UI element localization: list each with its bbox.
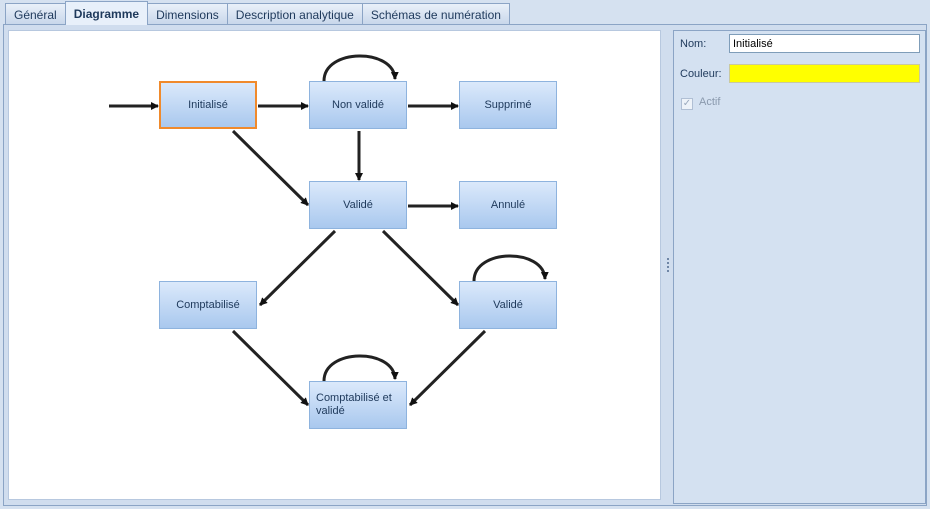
loop-arrow-valide-2: [472, 254, 549, 282]
node-valide-2[interactable]: Validé: [459, 281, 557, 329]
tab-general[interactable]: Général: [5, 3, 66, 25]
arrow-initialise-to-valide: [231, 129, 310, 207]
actif-checkbox[interactable]: ✓: [681, 98, 693, 110]
arrow-valide-2-to-comptabilise-et-valide: [408, 329, 487, 407]
node-non-valide[interactable]: Non validé: [309, 81, 407, 129]
diagram-canvas[interactable]: Initialisé Non validé Supprimé Validé An…: [8, 30, 661, 500]
node-annule[interactable]: Annulé: [459, 181, 557, 229]
properties-panel: Nom: Couleur: ✓ Actif: [673, 30, 926, 504]
arrow-comptabilise-to-comptabilise-et-valide: [231, 329, 310, 407]
node-comptabilise-et-valide[interactable]: Comptabilisé et validé: [309, 381, 407, 429]
node-initialise[interactable]: Initialisé: [159, 81, 257, 129]
node-supprime[interactable]: Supprimé: [459, 81, 557, 129]
diagram-connectors: [109, 54, 549, 407]
couleur-color-picker[interactable]: [729, 64, 920, 83]
loop-arrow-non-valide: [322, 54, 399, 82]
nom-field[interactable]: [729, 34, 920, 53]
loop-arrow-comptabilise-et-valide: [322, 354, 399, 382]
actif-label: Actif: [699, 96, 721, 108]
node-valide[interactable]: Validé: [309, 181, 407, 229]
arrow-valide-to-comptabilise: [258, 229, 337, 307]
node-comptabilise[interactable]: Comptabilisé: [159, 281, 257, 329]
nom-label: Nom:: [680, 38, 707, 50]
arrow-valide-to-valide-2: [381, 229, 460, 307]
couleur-label: Couleur:: [680, 68, 722, 80]
tab-diagramme[interactable]: Diagramme: [64, 1, 149, 25]
tab-strip: Général Diagramme Dimensions Description…: [5, 1, 510, 25]
tab-dimensions[interactable]: Dimensions: [147, 3, 228, 25]
tab-description-analytique[interactable]: Description analytique: [226, 3, 363, 25]
panel-splitter-grip[interactable]: [667, 258, 670, 272]
tab-schemas-de-numeration[interactable]: Schémas de numération: [361, 3, 510, 25]
